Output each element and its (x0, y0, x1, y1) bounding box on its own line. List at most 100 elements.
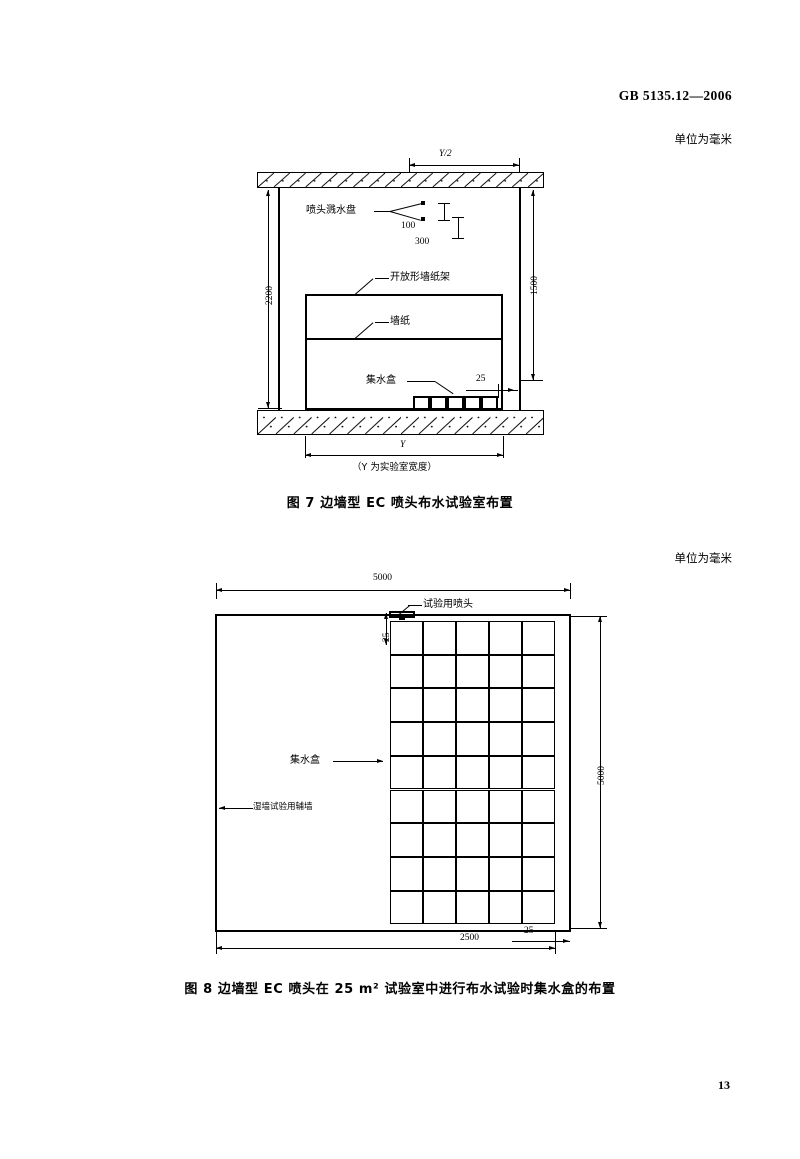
arrow-2200-top (265, 190, 270, 196)
grid-cell (456, 856, 489, 891)
wallpaper-divider-line (305, 338, 503, 340)
wall-right-figure7 (519, 188, 521, 410)
ext-line-5000-right-bottom (569, 928, 607, 929)
grid-cell (489, 654, 522, 689)
dim-line-25-bottom (512, 941, 570, 942)
dim-line-2200 (268, 190, 269, 408)
grid-cell (423, 789, 456, 824)
dim-5000-top: 5000 (373, 573, 392, 583)
grid-cell (456, 688, 489, 723)
grid-cell (456, 722, 489, 756)
figure7-footnote: （Y 为实验室宽度） (352, 462, 437, 473)
arrow-25-fig7-right (508, 387, 514, 392)
ext-line-2500-right (555, 932, 556, 954)
grid-cell (522, 789, 555, 824)
room-wall-right (569, 614, 571, 932)
grid-cell (522, 890, 555, 925)
tick-100-bottom (438, 220, 450, 221)
grid-cell (390, 856, 423, 891)
dim-line-300 (458, 217, 459, 239)
grid-cell (390, 688, 423, 723)
grid-cell (489, 890, 522, 925)
dim-300: 300 (415, 237, 430, 247)
ext-line-1500-bottom (519, 380, 543, 381)
deflector-mark-upper (421, 201, 425, 205)
leader-collect-box-fig8 (333, 761, 383, 762)
page-number: 13 (718, 1078, 730, 1092)
tick-100-top (438, 203, 450, 204)
floor-slab (257, 410, 544, 435)
wallpaper-rack-box (305, 294, 503, 410)
dim-line-Y2 (409, 165, 519, 166)
arrow-Y2-left (409, 162, 415, 167)
label-wallpaper-rack: 开放形墙纸架 (390, 272, 450, 283)
room-wall-top (215, 614, 571, 616)
arrow-1500-top (530, 190, 535, 196)
grid-cell (522, 823, 555, 857)
dim-25-bottom: 25 (524, 926, 534, 936)
arrow-Y2-right (513, 162, 519, 167)
leader-test-sprinkler-stem (408, 605, 422, 606)
arrow-25-top-up (383, 613, 388, 619)
ceiling-slab (257, 172, 544, 188)
grid-cell (423, 688, 456, 723)
grid-cell (522, 654, 555, 689)
grid-cell (489, 621, 522, 655)
dim-line-5000-right (600, 616, 601, 928)
ext-line-5000-top-left (216, 583, 217, 599)
dim-Y: Y (400, 440, 406, 450)
label-test-sprinkler: 试验用喷头 (423, 599, 473, 610)
grid-cell (522, 621, 555, 655)
grid-cell (489, 755, 522, 790)
grid-cell (390, 755, 423, 790)
grid-cell (423, 856, 456, 891)
grid-cell (489, 856, 522, 891)
grid-cell (522, 688, 555, 723)
grid-cell (522, 722, 555, 756)
label-aux-wall: 湿墙试验用辅墙 (253, 802, 313, 812)
dim-line-1500 (533, 190, 534, 380)
dim-half-width-Y2: Y/2 (439, 149, 452, 159)
ext-line-2500-left (216, 932, 217, 954)
grid-cell (456, 890, 489, 925)
figure-8-drawing: 5000 试验用喷头 25 (215, 573, 607, 954)
dim-25-fig7: 25 (476, 374, 486, 384)
arrow-5000-right-top (597, 616, 602, 622)
figure-8-caption: 图 8 边墙型 EC 喷头在 25 m² 试验室中进行布水试验时集水盒的布置 (184, 982, 616, 997)
arrow-5000-top-right (564, 587, 570, 592)
dim-line-25-fig7 (466, 390, 518, 391)
ext-line-Y2-right (519, 158, 520, 174)
grid-cell (456, 654, 489, 689)
label-collect-box-fig8: 集水盒 (290, 755, 320, 766)
grid-cell (522, 755, 555, 790)
dim-100: 100 (401, 221, 416, 231)
label-wallpaper: 墙纸 (390, 316, 410, 327)
dim-line-5000-top (216, 590, 570, 591)
collector-grid (390, 621, 555, 925)
ceiling-hatch (258, 173, 543, 187)
arrow-25-top-down (383, 639, 388, 645)
arrow-2500-right (549, 945, 555, 950)
grid-cell (489, 823, 522, 857)
ext-line-25-fig7 (498, 384, 499, 398)
grid-cell (489, 722, 522, 756)
leader-wallpaper-stem (375, 322, 389, 323)
ext-line-Y-right (503, 436, 504, 458)
arrow-5000-right-bottom (597, 922, 602, 928)
deflector-mark-lower (421, 217, 425, 221)
ext-line-Y2-left (409, 158, 410, 174)
figure-7-drawing: Y/2 喷头溅水盘 (0, 0, 800, 500)
label-deflector: 喷头溅水盘 (306, 205, 356, 216)
ext-line-2200-bottom (258, 408, 282, 409)
arrow-collect-box-fig8 (377, 758, 383, 763)
arrow-2500-left (216, 945, 222, 950)
grid-cell (423, 654, 456, 689)
grid-cell (522, 856, 555, 891)
unit-note-figure7: 单位为毫米 (674, 132, 733, 146)
arrow-2200-bottom (265, 402, 270, 408)
grid-cell (423, 823, 456, 857)
dim-2500: 2500 (460, 933, 479, 943)
unit-note-figure8: 单位为毫米 (674, 551, 733, 565)
grid-cell (423, 755, 456, 790)
